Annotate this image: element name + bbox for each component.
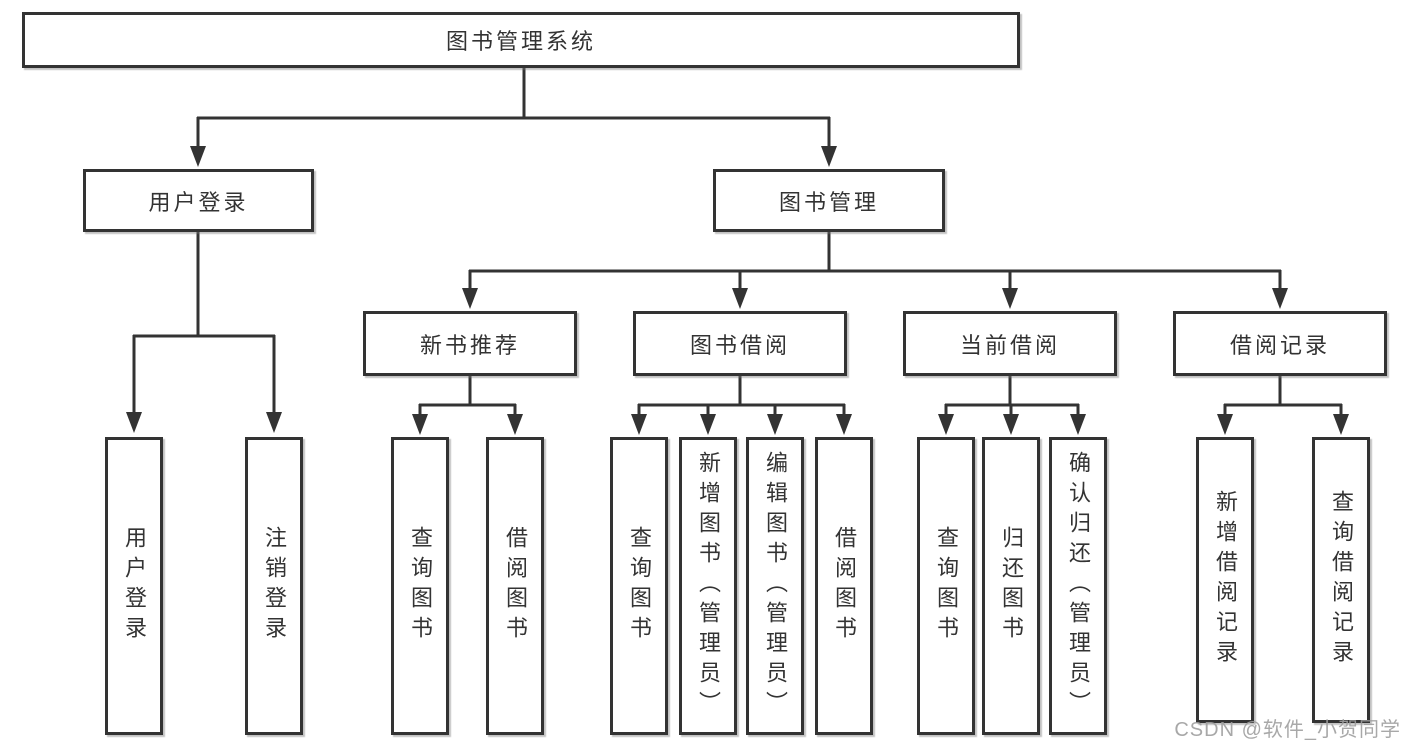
node-book-management: 图书管理: [713, 169, 945, 232]
leaf-label: 借阅图书: [832, 526, 857, 646]
leaf-current-query-books: 查询图书: [917, 437, 975, 735]
leaf-records-add-record: 新增借阅记录: [1196, 437, 1254, 723]
leaf-current-return-books: 归还图书: [982, 437, 1040, 735]
node-label: 当前借阅: [959, 332, 1060, 358]
leaf-label: 借阅图书: [503, 526, 528, 646]
leaf-label: 新增图书（管理员）: [696, 451, 721, 721]
leaf-recommend-borrow-books: 借阅图书: [486, 437, 544, 735]
leaf-label: 确认归还（管理员）: [1066, 451, 1091, 721]
node-label: 新书推荐: [419, 332, 520, 358]
leaf-label: 查询图书: [934, 526, 959, 646]
node-new-book-recommend: 新书推荐: [363, 311, 577, 376]
leaf-borrow-edit-books-admin: 编辑图书（管理员）: [746, 437, 804, 735]
leaf-label: 归还图书: [999, 526, 1024, 646]
node-label: 图书管理: [778, 189, 879, 215]
leaf-records-query-record: 查询借阅记录: [1312, 437, 1370, 723]
leaf-current-confirm-return-admin: 确认归还（管理员）: [1049, 437, 1107, 735]
leaf-label: 注销登录: [262, 526, 287, 646]
leaf-borrow-borrow-books: 借阅图书: [815, 437, 873, 735]
node-library-system: 图书管理系统: [22, 12, 1020, 68]
leaf-label: 查询图书: [408, 526, 433, 646]
leaf-label: 编辑图书（管理员）: [763, 451, 788, 721]
leaf-recommend-query-books: 查询图书: [391, 437, 449, 735]
node-book-borrow: 图书借阅: [633, 311, 847, 376]
leaf-borrow-add-books-admin: 新增图书（管理员）: [679, 437, 737, 735]
node-user-login: 用户登录: [83, 169, 314, 232]
csdn-watermark: CSDN @软件_小贺同学: [1174, 719, 1401, 741]
leaf-label: 用户登录: [122, 526, 147, 646]
leaf-user-login: 用户登录: [105, 437, 163, 735]
node-label: 图书借阅: [689, 332, 790, 358]
leaf-label: 查询图书: [627, 526, 652, 646]
leaf-logout-login: 注销登录: [245, 437, 303, 735]
node-borrow-records: 借阅记录: [1173, 311, 1387, 376]
node-label: 图书管理系统: [445, 29, 596, 54]
leaf-label: 查询借阅记录: [1329, 490, 1354, 670]
node-label: 借阅记录: [1229, 332, 1330, 358]
node-current-borrow: 当前借阅: [903, 311, 1117, 376]
leaf-borrow-query-books: 查询图书: [610, 437, 668, 735]
node-label: 用户登录: [148, 189, 249, 215]
leaf-label: 新增借阅记录: [1213, 490, 1238, 670]
